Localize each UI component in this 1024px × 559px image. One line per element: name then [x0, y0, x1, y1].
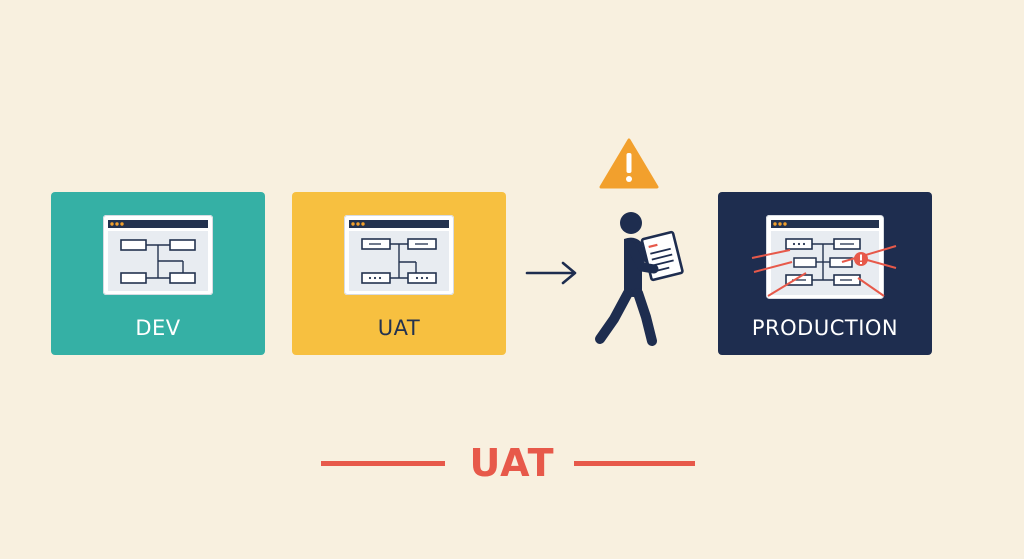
- dev-browser-window: [103, 215, 213, 295]
- error-badge-icon: [854, 252, 868, 266]
- dev-label: DEV: [135, 316, 181, 340]
- production-environment-card: PRODUCTION: [718, 192, 932, 355]
- person-carrying-document-icon: [595, 212, 684, 346]
- footer-right-rule: [574, 461, 695, 466]
- warning-triangle-icon: [599, 138, 659, 189]
- browser-window-icon: [103, 215, 213, 295]
- arrow-right-icon: [525, 261, 577, 285]
- uat-environment-card: UAT: [292, 192, 506, 355]
- production-label: PRODUCTION: [751, 316, 899, 340]
- footer-title: UAT: [469, 441, 555, 485]
- uat-browser-window: [344, 215, 454, 295]
- uat-label: UAT: [377, 316, 421, 340]
- dev-environment-card: DEV: [51, 192, 265, 355]
- footer-left-rule: [321, 461, 445, 466]
- browser-window-icon: [344, 215, 454, 295]
